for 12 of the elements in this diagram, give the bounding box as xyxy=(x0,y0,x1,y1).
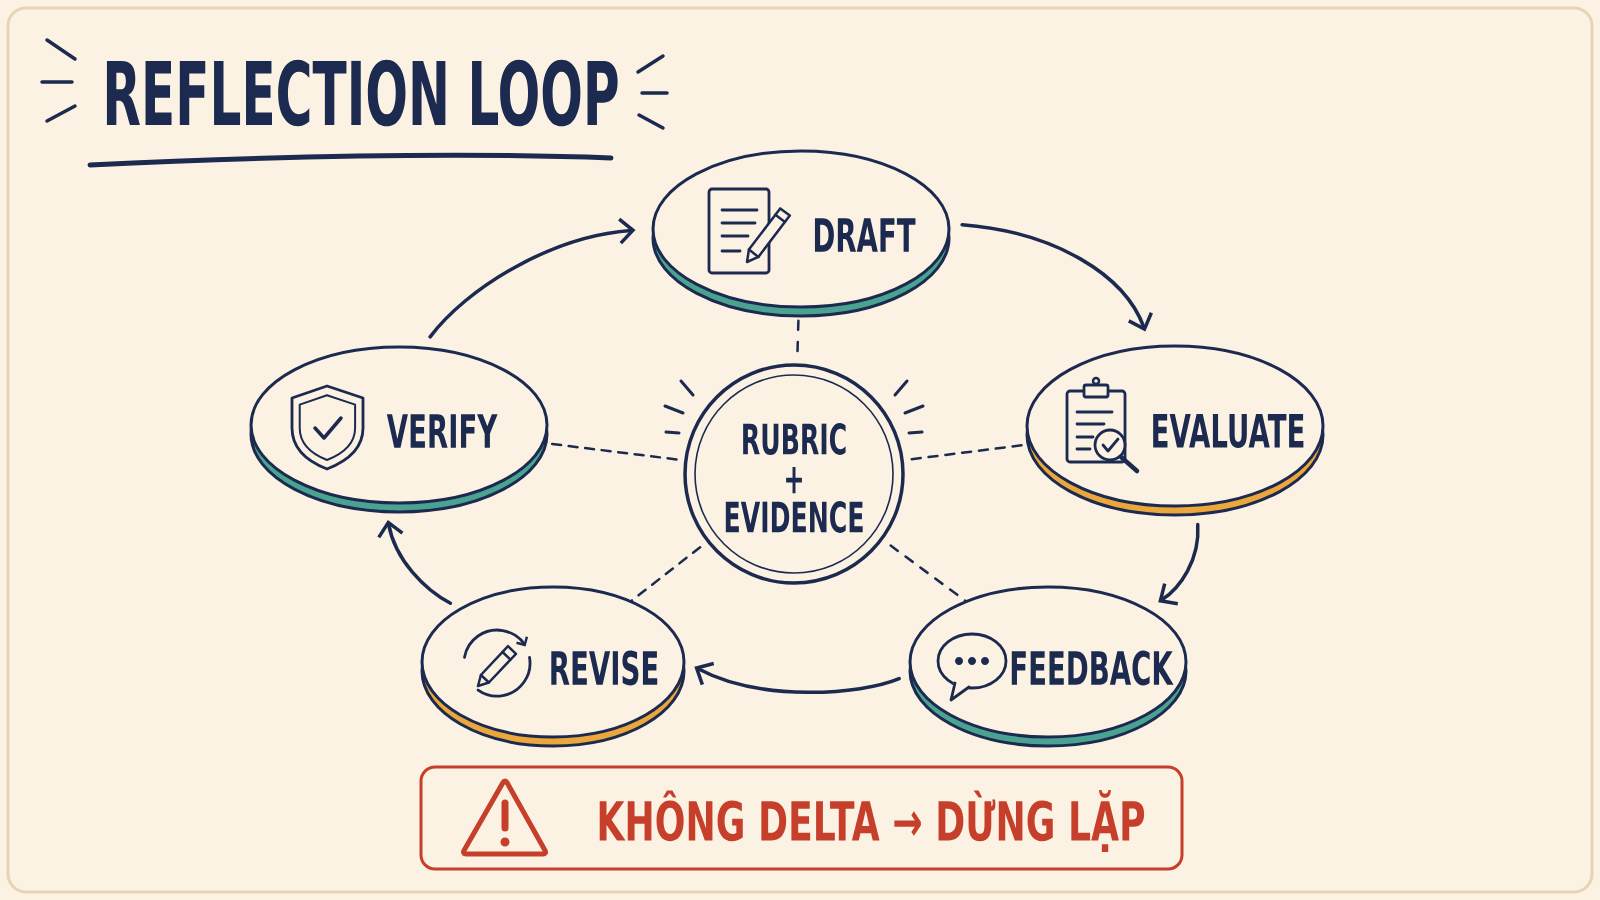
warning-banner: KHÔNG DELTA → DỪNG LẶP xyxy=(419,765,1184,871)
arrow xyxy=(960,222,1153,332)
step-oval: FEEDBACK xyxy=(908,585,1188,748)
step-oval: EVALUATE xyxy=(1025,344,1325,517)
arrow xyxy=(694,661,901,695)
step-oval: DRAFT xyxy=(651,149,951,318)
arrow xyxy=(428,217,636,339)
step-oval: REVISE xyxy=(420,585,686,748)
arrow xyxy=(377,519,453,606)
title: REFLECTION LOOP xyxy=(106,59,618,127)
arrow xyxy=(1158,522,1200,606)
step-oval: VERIFY xyxy=(249,345,549,514)
